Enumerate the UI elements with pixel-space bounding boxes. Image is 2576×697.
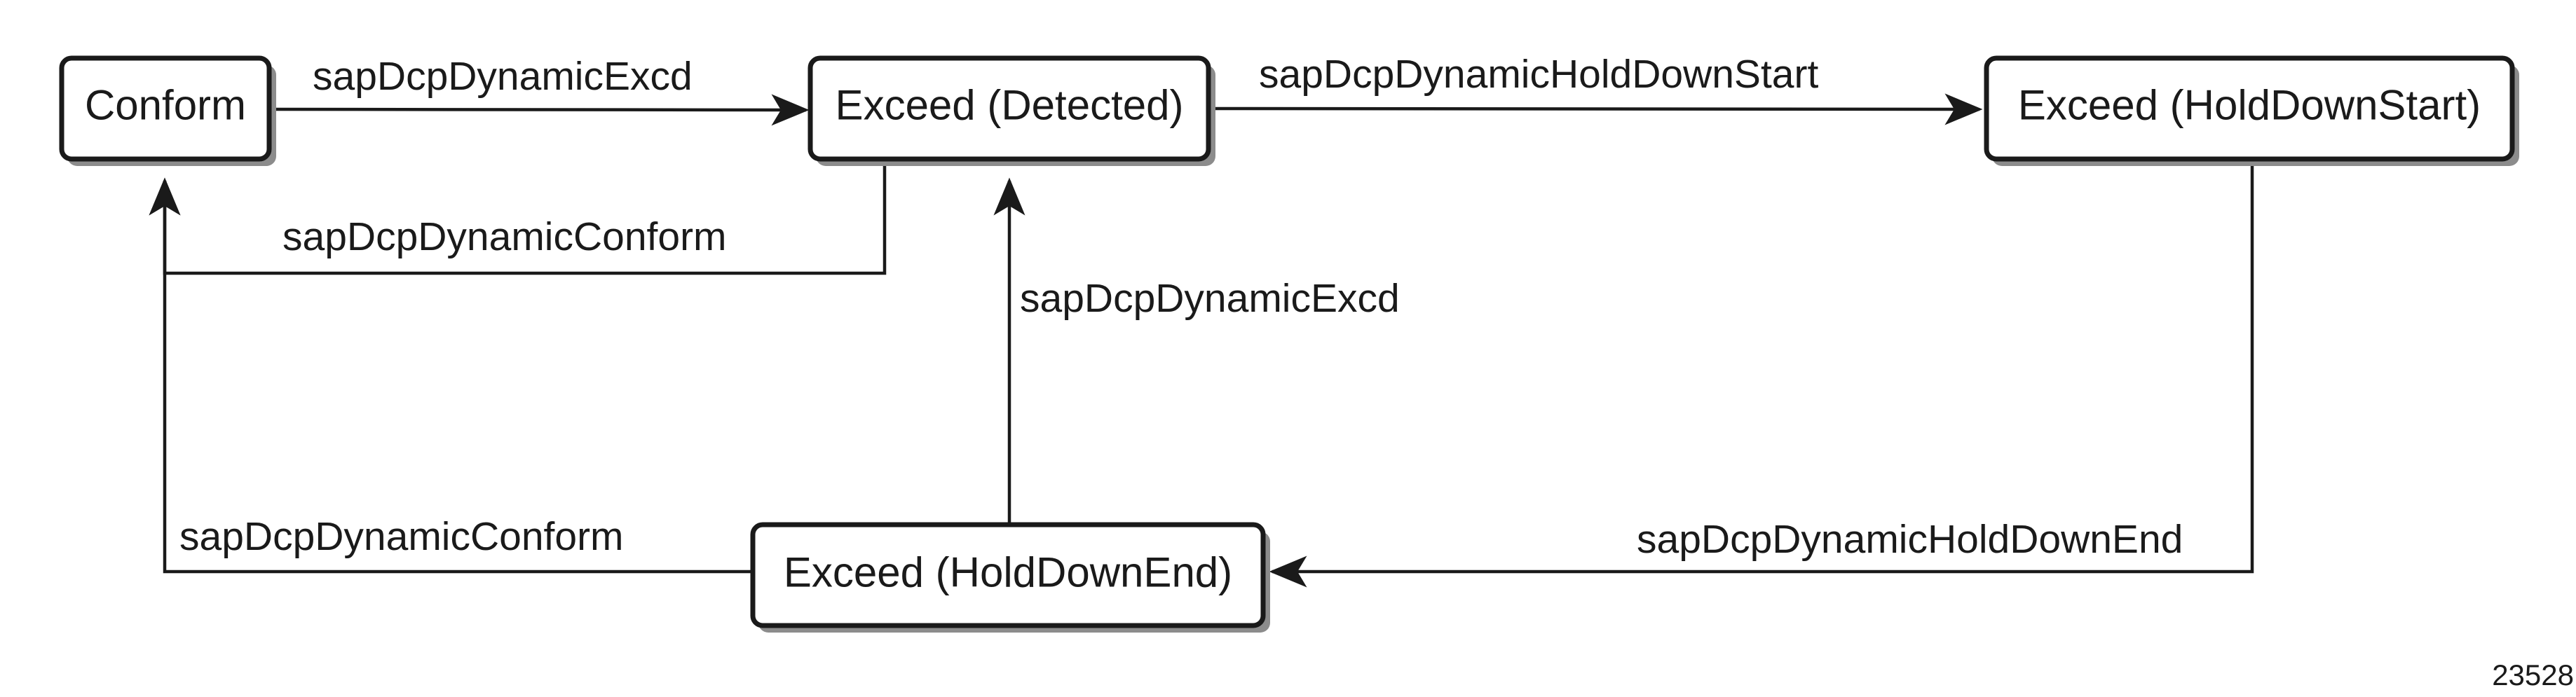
- label-holddown-start-to-holddown-end: sapDcpDynamicHoldDownEnd: [1637, 517, 2183, 562]
- state-exceed-holddown-start-label: Exceed (HoldDownStart): [2018, 82, 2481, 129]
- label-detected-to-conform: sapDcpDynamicConform: [282, 214, 727, 259]
- state-exceed-holddown-end: Exceed (HoldDownEnd): [750, 522, 1270, 633]
- label-holddown-end-to-detected: sapDcpDynamicExcd: [1020, 276, 1400, 321]
- state-exceed-holddown-start: Exceed (HoldDownStart): [1984, 55, 2519, 166]
- state-exceed-holddown-end-box: [750, 522, 1266, 628]
- label-conform-to-detected: sapDcpDynamicExcd: [313, 54, 693, 99]
- state-exceed-detected: Exceed (Detected): [807, 55, 1215, 166]
- label-holddown-end-to-conform: sapDcpDynamicConform: [179, 514, 624, 559]
- state-exceed-detected-label: Exceed (Detected): [836, 82, 1184, 129]
- state-exceed-holddown-end-label: Exceed (HoldDownEnd): [784, 549, 1232, 596]
- edge-holddown-end-to-conform: [149, 177, 754, 574]
- edges: [149, 93, 2254, 588]
- edge-labels: sapDcpDynamicExcd sapDcpDynamicHoldDownS…: [179, 52, 2183, 562]
- state-conform-box: [59, 55, 272, 162]
- figure-id: 23528: [2492, 658, 2574, 691]
- state-conform: Conform: [59, 55, 276, 166]
- edge-conform-to-detected: [270, 94, 810, 126]
- state-conform-label: Conform: [85, 82, 246, 129]
- state-exceed-detected-box: [807, 55, 1211, 162]
- edge-holddown-start-to-holddown-end: [1269, 160, 2254, 588]
- label-detected-to-holddown-start: sapDcpDynamicHoldDownStart: [1259, 52, 1818, 97]
- state-exceed-holddown-start-box: [1984, 55, 2515, 162]
